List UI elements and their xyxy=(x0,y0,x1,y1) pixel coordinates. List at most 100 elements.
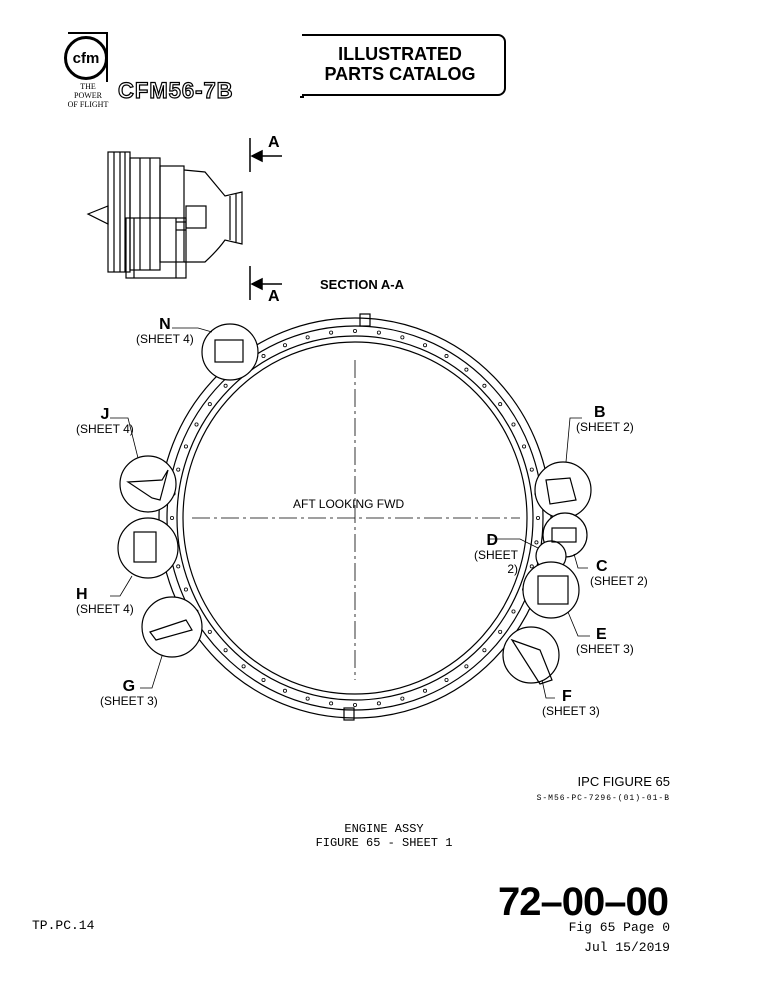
ipc-figure-label: IPC FIGURE 65 xyxy=(577,774,670,789)
bolt-hole xyxy=(423,688,428,693)
callout-n: N(SHEET 4) xyxy=(136,317,194,347)
bolt-hole xyxy=(329,330,334,335)
detail-circle-f xyxy=(502,626,560,684)
callout-letter: E xyxy=(596,626,607,643)
template-id: TP.PC.14 xyxy=(32,918,95,933)
callout-letter: D xyxy=(486,532,498,549)
drawing-code: S-M56-PC-7296-(01)-01-B xyxy=(536,794,670,803)
tagline-line1: THE POWER xyxy=(74,82,102,100)
section-marker-top: A xyxy=(268,134,280,151)
callout-sheet: (SHEET 4) xyxy=(76,602,134,616)
callout-d: D(SHEET 2) xyxy=(462,532,518,577)
leader-lines xyxy=(110,327,590,699)
bolt-hole xyxy=(482,648,487,653)
bolt-hole xyxy=(529,564,534,569)
detail-circle-b xyxy=(534,461,592,519)
engine-side-view xyxy=(86,151,243,279)
bolt-hole xyxy=(352,703,357,708)
bolt-hole xyxy=(400,335,405,340)
detail-circle-e xyxy=(522,561,580,619)
bolt-hole xyxy=(376,701,381,706)
bolt-hole xyxy=(464,367,469,372)
title-underline xyxy=(300,96,304,98)
detail-circle-h xyxy=(117,517,179,579)
bolt-hole xyxy=(183,444,188,449)
revision-date: Jul 15/2019 xyxy=(584,940,670,955)
cfm-logo: cfm xyxy=(64,36,108,80)
caption-line1: ENGINE ASSY xyxy=(344,822,424,836)
callout-g: G(SHEET 3) xyxy=(100,678,158,709)
bolt-hole xyxy=(482,383,487,388)
bolt-hole xyxy=(223,383,228,388)
engine-model: CFM56-7B xyxy=(117,77,234,103)
bolt-hole xyxy=(511,422,516,427)
bolt-hole xyxy=(464,664,469,669)
callout-letter: G xyxy=(122,678,136,695)
callout-letter: H xyxy=(76,586,88,603)
callout-c: C(SHEET 2) xyxy=(590,558,648,589)
bolt-hole xyxy=(498,629,503,634)
flange-ring xyxy=(158,313,552,721)
detail-circles xyxy=(117,323,592,685)
bolt-hole xyxy=(352,328,357,333)
doc-title-line2: PARTS CATALOG xyxy=(324,64,476,84)
tagline-line2: OF FLIGHT xyxy=(67,100,109,109)
bolt-hole xyxy=(223,648,228,653)
centerlines xyxy=(192,360,520,680)
bolt-hole xyxy=(183,587,188,592)
chapter-number: 72–00–00 xyxy=(498,880,669,924)
logo-text: cfm xyxy=(72,49,100,67)
callout-e: E(SHEET 3) xyxy=(576,626,634,657)
callout-letter: F xyxy=(562,688,572,705)
bolt-hole xyxy=(261,677,266,682)
doc-title-line1: ILLUSTRATED xyxy=(338,44,462,64)
callout-sheet: (SHEET 3) xyxy=(576,642,634,656)
bolt-hole xyxy=(176,564,181,569)
detail-circle-g xyxy=(141,596,203,658)
bolt-hole xyxy=(176,467,181,472)
bolt-hole xyxy=(423,343,428,348)
bolt-hole xyxy=(282,343,287,348)
bolt-hole xyxy=(511,609,516,614)
bolt-hole xyxy=(305,335,310,340)
bolt-hole xyxy=(522,444,527,449)
bolt-hole xyxy=(207,629,212,634)
section-marker-bottom: A xyxy=(268,288,280,305)
callout-sheet: (SHEET 3) xyxy=(100,694,158,708)
bolt-hole xyxy=(169,516,174,521)
bolt-hole xyxy=(444,677,449,682)
callout-letter: C xyxy=(596,558,608,575)
callout-sheet: (SHEET 2) xyxy=(576,420,634,434)
bolt-hole xyxy=(207,402,212,407)
view-label: AFT LOOKING FWD xyxy=(293,497,405,511)
bolt-hole xyxy=(498,402,503,407)
callout-b: B(SHEET 2) xyxy=(576,405,634,435)
callout-sheet: (SHEET 2) xyxy=(473,548,518,576)
bolt-hole xyxy=(444,354,449,359)
callout-j: J(SHEET 4) xyxy=(76,406,134,437)
detail-circle-j xyxy=(119,455,177,513)
callout-sheet: (SHEET 2) xyxy=(590,574,648,588)
callout-letter: J xyxy=(100,406,110,423)
callout-f: F(SHEET 3) xyxy=(542,688,600,719)
bolt-hole xyxy=(329,701,334,706)
bolt-hole xyxy=(194,422,199,427)
bolt-hole xyxy=(282,688,287,693)
bolt-hole xyxy=(400,696,405,701)
bolt-hole xyxy=(534,540,539,545)
fig-page: Fig 65 Page 0 xyxy=(568,920,670,935)
section-cut-line xyxy=(249,138,282,300)
callout-sheet: (SHEET 3) xyxy=(542,704,600,718)
bolt-hole xyxy=(529,467,534,472)
callout-letter: B xyxy=(594,404,606,421)
section-title: SECTION A-A xyxy=(320,277,405,292)
bolt-hole xyxy=(376,330,381,335)
callout-sheet: (SHEET 4) xyxy=(136,332,194,346)
doc-title-box xyxy=(302,34,506,96)
caption-line2: FIGURE 65 - SHEET 1 xyxy=(315,836,453,850)
callout-sheet: (SHEET 4) xyxy=(76,422,134,436)
